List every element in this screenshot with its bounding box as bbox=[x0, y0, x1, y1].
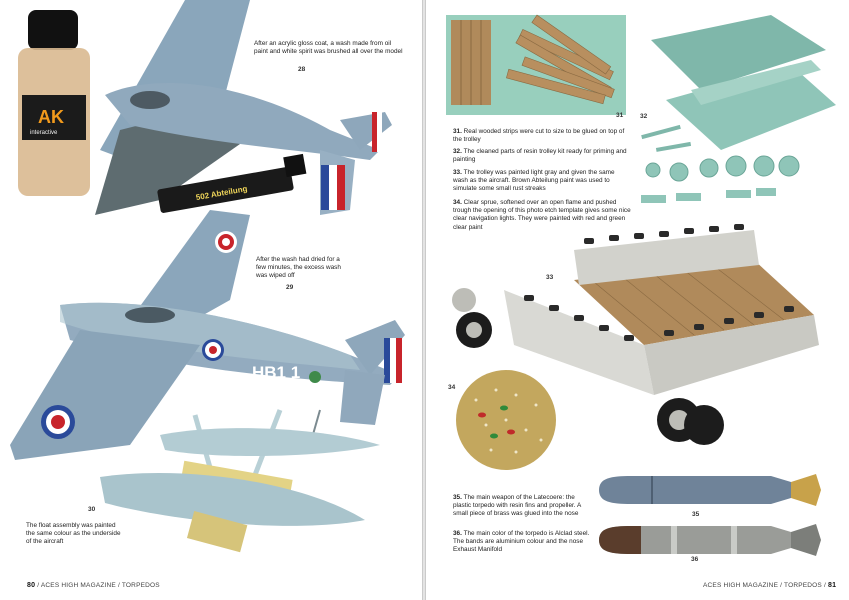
caption-33: 33. The trolley was painted light gray a… bbox=[453, 169, 615, 193]
figure-number-29: 29 bbox=[286, 284, 294, 291]
caption-36: 36. The main color of the torpedo is Alc… bbox=[453, 530, 590, 554]
figure-number-31: 31 bbox=[616, 112, 624, 119]
photo-36-torpedo-steel bbox=[599, 524, 821, 556]
photo-30-float-assembly bbox=[100, 409, 380, 553]
photo-35-torpedo bbox=[599, 474, 821, 506]
page-gutter bbox=[422, 0, 426, 600]
figure-number-33: 33 bbox=[546, 274, 554, 281]
left-page: 502 Abteilung AK interactive After an ac… bbox=[0, 0, 422, 600]
figure-number-34: 34 bbox=[448, 384, 456, 391]
caption-28: After an acrylic gloss coat, a wash made… bbox=[254, 40, 403, 56]
right-page-number: 81 bbox=[828, 582, 837, 589]
figure-number-32: 32 bbox=[640, 113, 648, 120]
right-footer-text: ACES HIGH MAGAZINE / TORPEDOS / bbox=[703, 582, 826, 589]
paint-bottle: AK interactive bbox=[18, 10, 90, 196]
photo-33-painted-trolley bbox=[452, 224, 819, 445]
left-page-number: 80 bbox=[27, 582, 36, 589]
figure-number-28: 28 bbox=[298, 66, 306, 73]
right-footer: ACES HIGH MAGAZINE / TORPEDOS / 81 bbox=[703, 582, 836, 589]
caption-31: 31. Real wooded strips were cut to size … bbox=[453, 128, 625, 144]
caption-32: 32. The cleaned parts of resin trolley k… bbox=[453, 148, 627, 164]
caption-30: The float assembly was painted the same … bbox=[26, 522, 121, 546]
figure-number-30: 30 bbox=[88, 506, 96, 513]
bottle-brand: AK bbox=[38, 107, 64, 127]
left-footer-text: / ACES HIGH MAGAZINE / TORPEDOS bbox=[37, 582, 160, 589]
caption-35: 35. The main weapon of the Latecoere: th… bbox=[453, 494, 581, 518]
figure-number-35: 35 bbox=[692, 511, 700, 518]
left-footer: 80 / ACES HIGH MAGAZINE / TORPEDOS bbox=[27, 582, 160, 589]
photo-34-etch-template bbox=[456, 370, 556, 470]
bottle-label: interactive bbox=[30, 130, 58, 136]
photo-29-aircraft-wiped: HB1 1 bbox=[10, 210, 405, 460]
paint-tube: 502 Abteilung bbox=[157, 153, 307, 213]
caption-29: After the wash had dried for a few minut… bbox=[256, 256, 341, 280]
photo-31-wood-strips bbox=[446, 14, 626, 115]
photo-32-resin-trolley-parts bbox=[641, 15, 836, 203]
figure-number-36: 36 bbox=[691, 556, 699, 563]
right-page: 31 32 31. Real wooded strips we bbox=[426, 0, 849, 600]
caption-34: 34. Clear sprue, softened over an open f… bbox=[453, 199, 631, 231]
photo-28-aircraft-wash: 502 Abteilung AK interactive bbox=[18, 0, 392, 215]
aircraft-code: HB1 1 bbox=[252, 363, 300, 382]
